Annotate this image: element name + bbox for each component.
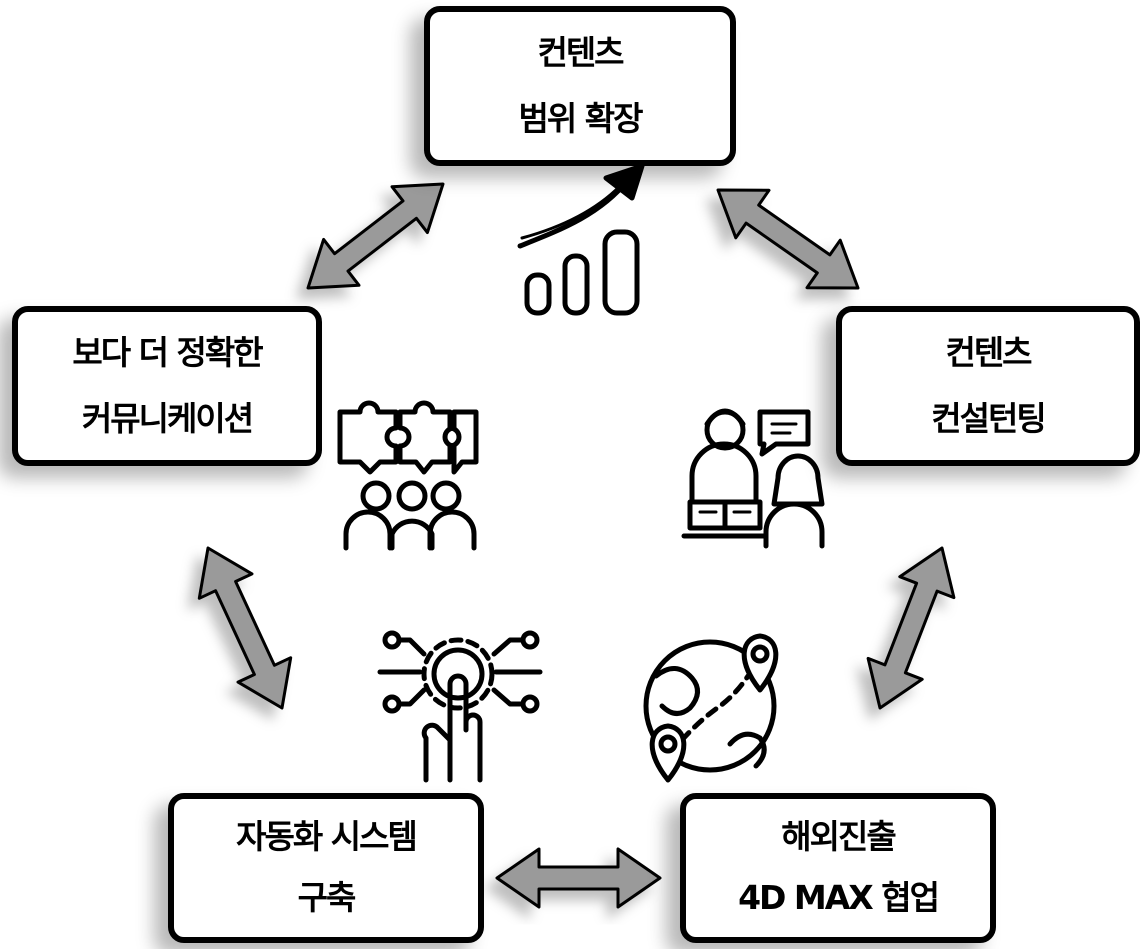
node-top-line2: 범위 확장 (518, 98, 644, 138)
consulting-icon (681, 408, 825, 549)
node-top-line1: 컨텐츠 (537, 32, 624, 72)
node-bottom-left-line2: 구축 (297, 878, 357, 918)
arrow-right (866, 546, 956, 710)
node-bottom-right-line2: 4D MAX 협업 (738, 878, 940, 918)
arrow-bottom (495, 847, 662, 909)
arrow-top-right (716, 188, 860, 290)
node-left-line1: 보다 더 정확한 (72, 332, 263, 372)
global-location-icon (643, 633, 779, 783)
node-precise-communication: 보다 더 정확한 커뮤니케이션 (12, 306, 322, 466)
node-overseas-expansion: 해외진출 4D MAX 협업 (680, 793, 996, 943)
growth-chart-icon (517, 163, 645, 316)
node-content-scope-expansion: 컨텐츠 범위 확장 (424, 6, 736, 166)
arrow-top-left (306, 182, 445, 290)
node-content-consulting: 컨텐츠 컨설턴팅 (836, 306, 1140, 466)
node-automation-system: 자동화 시스템 구축 (168, 793, 484, 943)
node-bottom-right-line1: 해외진출 (781, 817, 896, 857)
node-bottom-left-line1: 자동화 시스템 (236, 817, 418, 857)
node-right-line2: 컨설턴팅 (931, 398, 1046, 438)
teamwork-puzzle-icon (337, 400, 479, 551)
node-left-line2: 커뮤니케이션 (81, 398, 254, 438)
automation-gear-icon (377, 630, 543, 783)
node-right-line1: 컨텐츠 (945, 332, 1032, 372)
arrow-left (197, 546, 293, 710)
